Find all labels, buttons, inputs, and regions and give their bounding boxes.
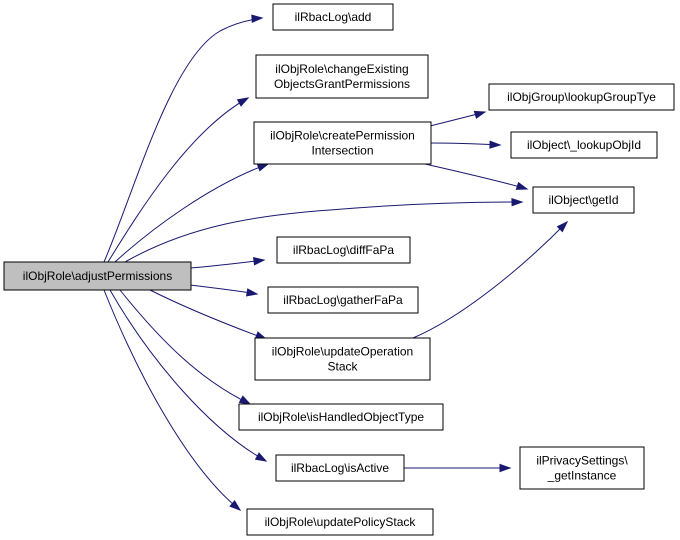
arrowhead xyxy=(229,500,242,511)
node-label: ilObjRole\updateOperation xyxy=(272,345,413,359)
node-lookup-obj[interactable]: ilObject\_lookupObjId xyxy=(510,131,658,159)
arrowhead xyxy=(515,181,529,190)
arrowhead xyxy=(499,463,512,473)
node-label: ilRbacLog\isActive xyxy=(291,461,389,475)
edge-root-to-difffapa xyxy=(189,257,266,269)
node-label: ilRbacLog\add xyxy=(295,10,372,24)
edge-line xyxy=(114,163,269,263)
edge-root-to-rbaclog_add xyxy=(103,14,264,263)
node-label: ilObjRole\changeExisting xyxy=(275,62,408,76)
node-box xyxy=(3,261,192,291)
edge-create_perm-to-lookup_group xyxy=(429,110,487,127)
node-difffapa[interactable]: ilRbacLog\diffFaPa xyxy=(276,236,411,264)
edge-create_perm-to-lookup_obj xyxy=(429,140,502,149)
node-box xyxy=(488,83,675,111)
node-label: ilObjRole\updatePolicyStack xyxy=(265,515,417,529)
node-label: ilObject\_lookupObjId xyxy=(527,138,641,152)
node-isactive[interactable]: ilRbacLog\isActive xyxy=(275,454,405,482)
node-label: ilObjRole\createPermission xyxy=(270,129,415,143)
node-box xyxy=(275,454,405,482)
node-label: ilPrivacySettings\ xyxy=(536,454,628,468)
node-label: ilObjRole\adjustPermissions xyxy=(23,269,172,283)
edge-line xyxy=(119,289,251,405)
node-lookup-group[interactable]: ilObjGroup\lookupGroupTye xyxy=(488,83,675,111)
node-privacy[interactable]: ilPrivacySettings\_getInstance xyxy=(519,446,645,490)
edge-line xyxy=(189,259,265,269)
edge-line xyxy=(107,97,249,263)
edge-root-to-update_op xyxy=(149,289,268,340)
arrowhead xyxy=(238,395,252,405)
arrowhead xyxy=(254,452,268,462)
edge-line xyxy=(109,289,267,462)
arrowhead xyxy=(236,97,250,107)
edge-root-to-create_perm xyxy=(114,163,270,263)
node-box xyxy=(246,508,434,536)
node-box xyxy=(267,286,419,314)
arrowhead xyxy=(253,257,266,266)
node-label: ilRbacLog\gatherFaPa xyxy=(283,293,403,307)
arrowhead xyxy=(489,140,502,149)
edge-update_op-to-getid xyxy=(412,220,569,339)
node-box xyxy=(272,3,394,31)
node-box xyxy=(510,131,658,159)
node-box xyxy=(519,446,645,490)
node-label: Stack xyxy=(327,360,358,374)
arrowhead xyxy=(473,110,487,119)
node-box xyxy=(255,54,429,99)
edge-root-to-gatherfapa xyxy=(189,284,259,297)
edge-isactive-to-privacy xyxy=(404,463,512,473)
arrowhead xyxy=(511,198,524,207)
node-rbaclog-add[interactable]: ilRbacLog\add xyxy=(272,3,394,31)
edge-line xyxy=(149,289,267,340)
arrowhead xyxy=(251,14,264,23)
edge-line xyxy=(412,221,568,339)
node-root[interactable]: ilObjRole\adjustPermissions xyxy=(3,261,192,291)
arrowhead xyxy=(245,288,259,297)
edges-layer xyxy=(103,14,569,511)
edge-root-to-handled xyxy=(119,289,252,405)
edge-line xyxy=(424,163,528,190)
node-gatherfapa[interactable]: ilRbacLog\gatherFaPa xyxy=(267,286,419,314)
node-label: ilObject\getId xyxy=(548,193,618,207)
node-label: _getInstance xyxy=(547,469,617,483)
node-box xyxy=(276,236,411,264)
arrowhead xyxy=(556,220,569,233)
edge-root-to-getid xyxy=(124,198,524,263)
node-box xyxy=(238,403,444,431)
edge-line xyxy=(103,289,241,511)
edge-create_perm-to-getid xyxy=(424,163,529,190)
node-change-existing[interactable]: ilObjRole\changeExistingObjectsGrantPerm… xyxy=(255,54,429,99)
node-box xyxy=(253,121,432,165)
edge-line xyxy=(124,201,523,263)
edge-root-to-update_policy xyxy=(103,289,242,511)
node-label: ObjectsGrantPermissions xyxy=(274,77,410,91)
edge-root-to-change_existing xyxy=(107,97,250,263)
nodes-layer: ilObjRole\adjustPermissions ilRbacLog\add… xyxy=(3,3,675,536)
node-label: Intersection xyxy=(311,144,373,158)
node-box xyxy=(532,186,635,214)
edge-line xyxy=(103,17,263,263)
node-getid[interactable]: ilObject\getId xyxy=(532,186,635,214)
arrowhead xyxy=(256,163,270,172)
node-label: ilObjGroup\lookupGroupTye xyxy=(507,90,656,104)
node-label: ilObjRole\isHandledObjectType xyxy=(258,410,424,424)
node-handled[interactable]: ilObjRole\isHandledObjectType xyxy=(238,403,444,431)
node-box xyxy=(254,337,431,381)
node-update-policy[interactable]: ilObjRole\updatePolicyStack xyxy=(246,508,434,536)
node-label: ilRbacLog\diffFaPa xyxy=(293,243,395,257)
edge-root-to-isactive xyxy=(109,289,268,462)
